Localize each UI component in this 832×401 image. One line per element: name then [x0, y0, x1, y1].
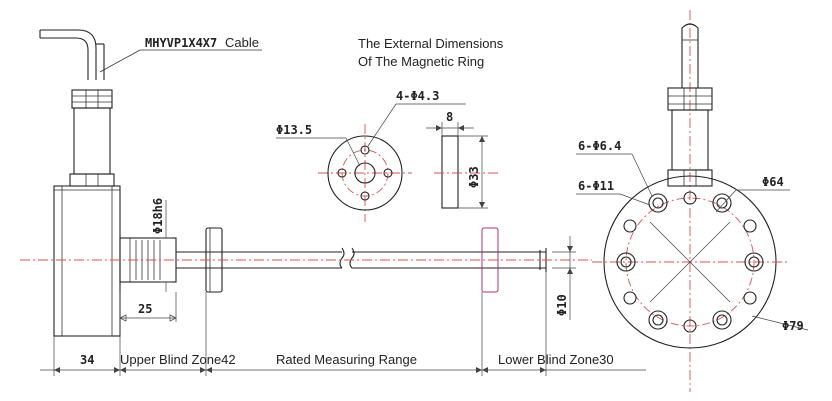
cable-model-label: MHYVP1X4X7: [145, 36, 217, 50]
lower-blind-zone-label: Lower Blind Zone30: [498, 352, 614, 367]
ring-thickness-label: 8: [446, 110, 453, 124]
ring-holes-label: 4-Φ4.3: [396, 89, 439, 103]
cable-word-label: Cable: [225, 35, 259, 50]
flange-holes-large-label: 6-Φ6.4: [578, 139, 621, 153]
shaft-length-label: 25: [138, 302, 152, 316]
rod-dia-label: Φ10: [555, 294, 569, 316]
flange-pcd-label: Φ64: [762, 175, 784, 189]
magnetic-ring-drawing: [276, 103, 498, 222]
upper-blind-zone-label: Upper Blind Zone42: [120, 352, 236, 367]
head-width-label: 34: [80, 353, 94, 367]
flange-outer-label: Φ79: [782, 319, 804, 333]
ring-title-line2: Of The Magnetic Ring: [358, 54, 484, 69]
rated-range-label: Rated Measuring Range: [276, 352, 417, 367]
shaft-dia-label: Φ18h6: [151, 198, 165, 234]
flange-view: [576, 10, 809, 392]
sensor-side-view: [20, 29, 646, 376]
ring-title-line1: The External Dimensions: [358, 36, 504, 51]
ring-inner-dia-label: Φ13.5: [276, 123, 312, 137]
flange-holes-small-label: 6-Φ11: [578, 179, 614, 193]
ring-outer-dia-label: Φ33: [467, 166, 481, 188]
